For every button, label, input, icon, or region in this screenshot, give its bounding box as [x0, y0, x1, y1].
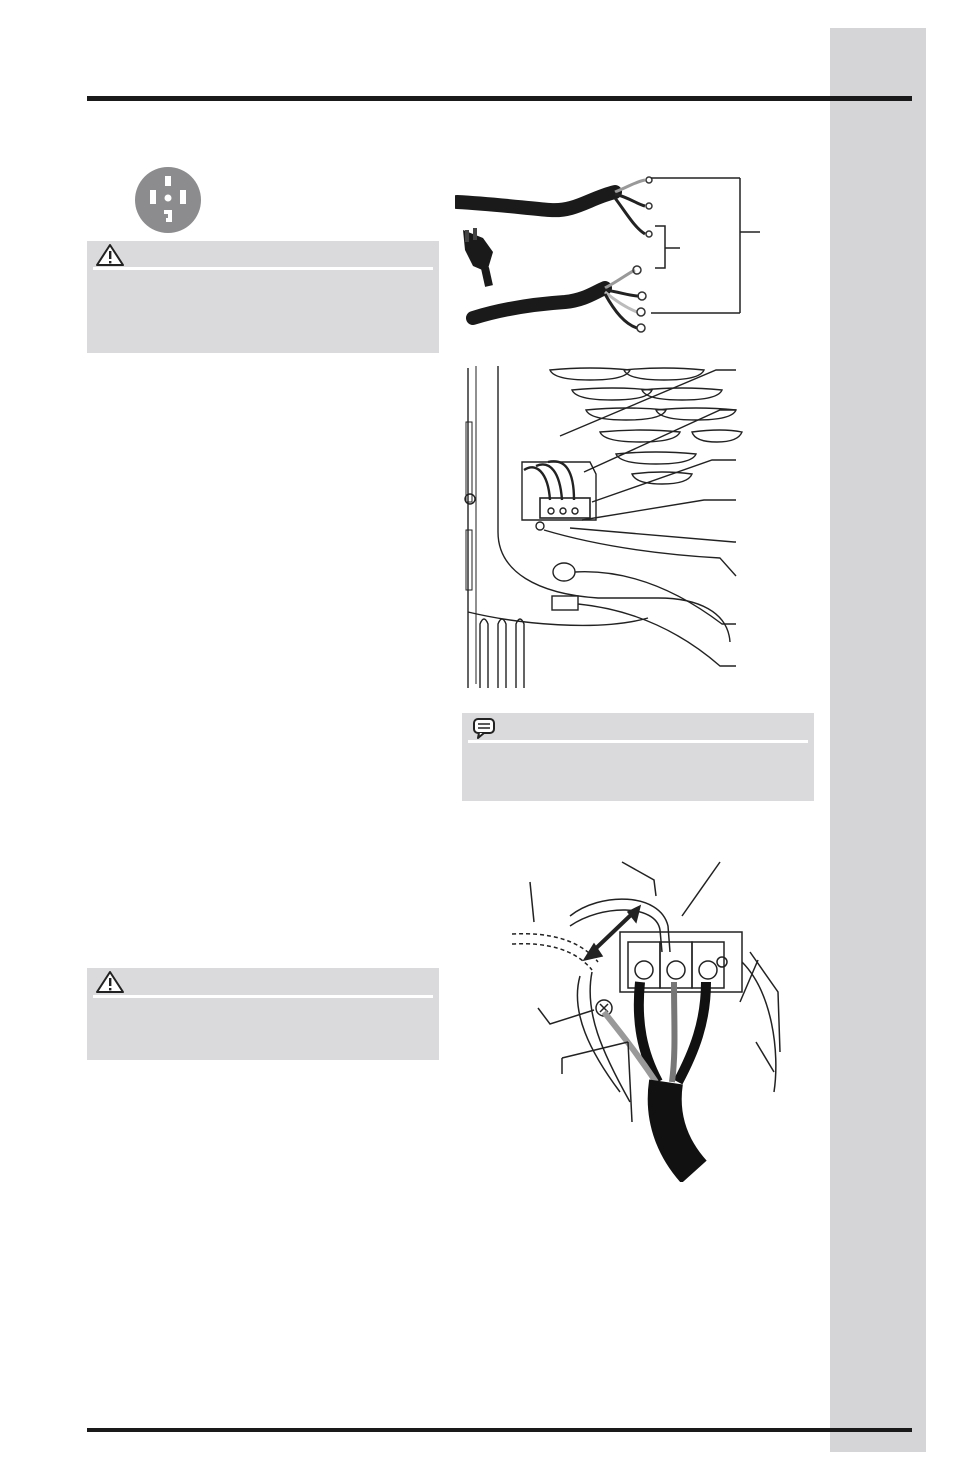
callout-divider — [93, 995, 433, 998]
callout-divider — [468, 740, 808, 743]
four-prong-outlet-icon — [134, 166, 202, 234]
side-tab — [830, 28, 926, 1452]
footer-rule — [87, 1428, 912, 1432]
power-cord-diagram — [455, 168, 775, 338]
wiring-detail-diagram — [510, 852, 800, 1182]
warning-triangle-icon — [95, 243, 125, 267]
note-speech-icon — [472, 717, 496, 739]
warning-triangle-icon — [95, 970, 125, 994]
warning-callout-2 — [87, 968, 439, 1060]
callout-divider — [93, 267, 433, 270]
header-rule — [87, 96, 912, 101]
note-callout — [462, 713, 814, 801]
warning-callout-1 — [87, 241, 439, 353]
terminal-block-location-diagram — [458, 362, 748, 692]
